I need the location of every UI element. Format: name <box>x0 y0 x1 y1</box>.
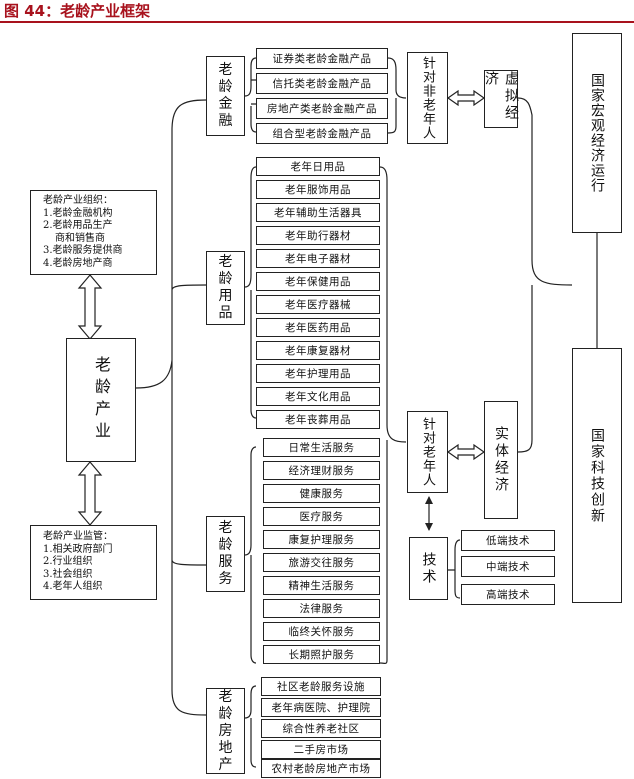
finance-item: 信托类老龄金融产品 <box>256 73 388 94</box>
org-box: 老龄产业组织： 1.老龄金融机构 2.老龄用品生产 商和销售商 3.老龄服务提供… <box>30 190 157 275</box>
org-header: 老龄产业组织： <box>43 195 113 206</box>
org-line: 3.老龄服务提供商 <box>43 245 123 256</box>
tech-label: 技术 <box>420 551 437 586</box>
reg-box: 老龄产业监管： 1.相关政府部门 2.行业组织 3.社会组织 4.老年人组织 <box>30 525 157 600</box>
virtual-economy-box: 虚拟经济 <box>483 70 519 128</box>
innovation-label: 国家科技创新 <box>589 427 605 524</box>
service-item: 临终关怀服务 <box>263 622 380 641</box>
goods-item: 老年保健用品 <box>256 272 380 291</box>
realestate-item: 二手房市场 <box>261 740 381 759</box>
goods-item: 老年文化用品 <box>256 387 380 406</box>
service-item: 精神生活服务 <box>263 576 380 595</box>
target-elderly-label: 针对老年人 <box>420 417 435 487</box>
goods-item: 老年辅助生活器具 <box>256 203 380 222</box>
tech-bracket <box>448 539 461 599</box>
title-rule <box>0 21 634 23</box>
tech-level-item: 中端技术 <box>461 556 555 577</box>
goods-item: 老年医疗器械 <box>256 295 380 314</box>
service-brace <box>244 446 257 664</box>
category-service: 老龄服务 <box>206 516 245 592</box>
real-economy-label: 实体经济 <box>493 426 509 494</box>
goods-item: 老年服饰用品 <box>256 180 380 199</box>
reg-header: 老龄产业监管： <box>43 531 113 543</box>
service-item: 旅游交往服务 <box>263 553 380 572</box>
real-economy-box: 实体经济 <box>484 401 518 519</box>
macro-economy-box: 国家宏观经济运行 <box>572 33 622 233</box>
goods-item: 老年丧葬用品 <box>256 410 380 429</box>
realestate-item: 农村老龄房地产市场 <box>261 759 381 778</box>
goods-item: 老年日用品 <box>256 157 380 176</box>
figure-title: 图 44：老龄产业框架 <box>4 2 151 20</box>
goods-service-right-brace <box>379 166 407 664</box>
finance-item: 房地产类老龄金融产品 <box>256 98 388 119</box>
goods-item: 老年医药用品 <box>256 318 380 337</box>
category-realestate: 老龄房地产 <box>206 688 245 774</box>
center-box: 老龄产业 <box>66 338 136 462</box>
service-item: 健康服务 <box>263 484 380 503</box>
finance-brace <box>244 57 257 133</box>
reg-line: 1.相关政府部门 <box>43 543 113 555</box>
finance-item: 证券类老龄金融产品 <box>256 48 388 69</box>
service-item: 经济理财服务 <box>263 461 380 480</box>
service-item: 医疗服务 <box>263 507 380 526</box>
target-non-elderly-box: 针对非老年人 <box>407 52 448 144</box>
goods-item: 老年助行器材 <box>256 226 380 245</box>
finance-right-brace <box>387 57 407 134</box>
target-non-elderly-label: 针对非老年人 <box>420 56 435 140</box>
category-finance: 老龄金融 <box>206 56 245 136</box>
org-line: 4.老龄房地产商 <box>43 257 113 269</box>
target-elderly-box: 针对老年人 <box>407 411 448 493</box>
goods-item: 老年康复器材 <box>256 341 380 360</box>
realestate-brace <box>244 685 257 768</box>
goods-item: 老年电子器材 <box>256 249 380 268</box>
goods-item: 老年护理用品 <box>256 364 380 383</box>
macro-economy-label: 国家宏观经济运行 <box>589 73 605 193</box>
tech-box: 技术 <box>409 537 448 600</box>
economy-brace <box>517 97 573 453</box>
reg-line: 2.行业组织 <box>43 556 93 568</box>
category-goods: 老龄用品 <box>206 251 245 325</box>
org-line: 1.老龄金融机构 <box>43 207 113 219</box>
org-line: 2.老龄用品生产 <box>43 220 113 231</box>
org-line: 商和销售商 <box>55 232 105 244</box>
realestate-item: 老年病医院、护理院 <box>261 698 381 717</box>
reg-line: 3.社会组织 <box>43 568 93 580</box>
nonelderly-virtual-arrow <box>446 89 486 107</box>
finance-item: 组合型老龄金融产品 <box>256 123 388 144</box>
service-item: 日常生活服务 <box>263 438 380 457</box>
innovation-box: 国家科技创新 <box>572 348 622 603</box>
elderly-real-arrow <box>446 443 486 461</box>
realestate-item: 综合性养老社区 <box>261 719 381 738</box>
tech-level-item: 高端技术 <box>461 584 555 605</box>
service-item: 法律服务 <box>263 599 380 618</box>
tech-level-item: 低端技术 <box>461 530 555 551</box>
virtual-economy-label: 虚拟经济 <box>483 71 519 122</box>
service-item: 长期照护服务 <box>263 645 380 664</box>
main-brace <box>135 99 207 716</box>
realestate-item: 社区老龄服务设施 <box>261 677 381 696</box>
center-reg-arrow <box>77 461 103 526</box>
center-label: 老龄产业 <box>92 356 111 444</box>
reg-line: 4.老年人组织 <box>43 581 103 593</box>
org-center-arrow <box>77 274 103 340</box>
service-item: 康复护理服务 <box>263 530 380 549</box>
goods-brace <box>244 166 257 419</box>
